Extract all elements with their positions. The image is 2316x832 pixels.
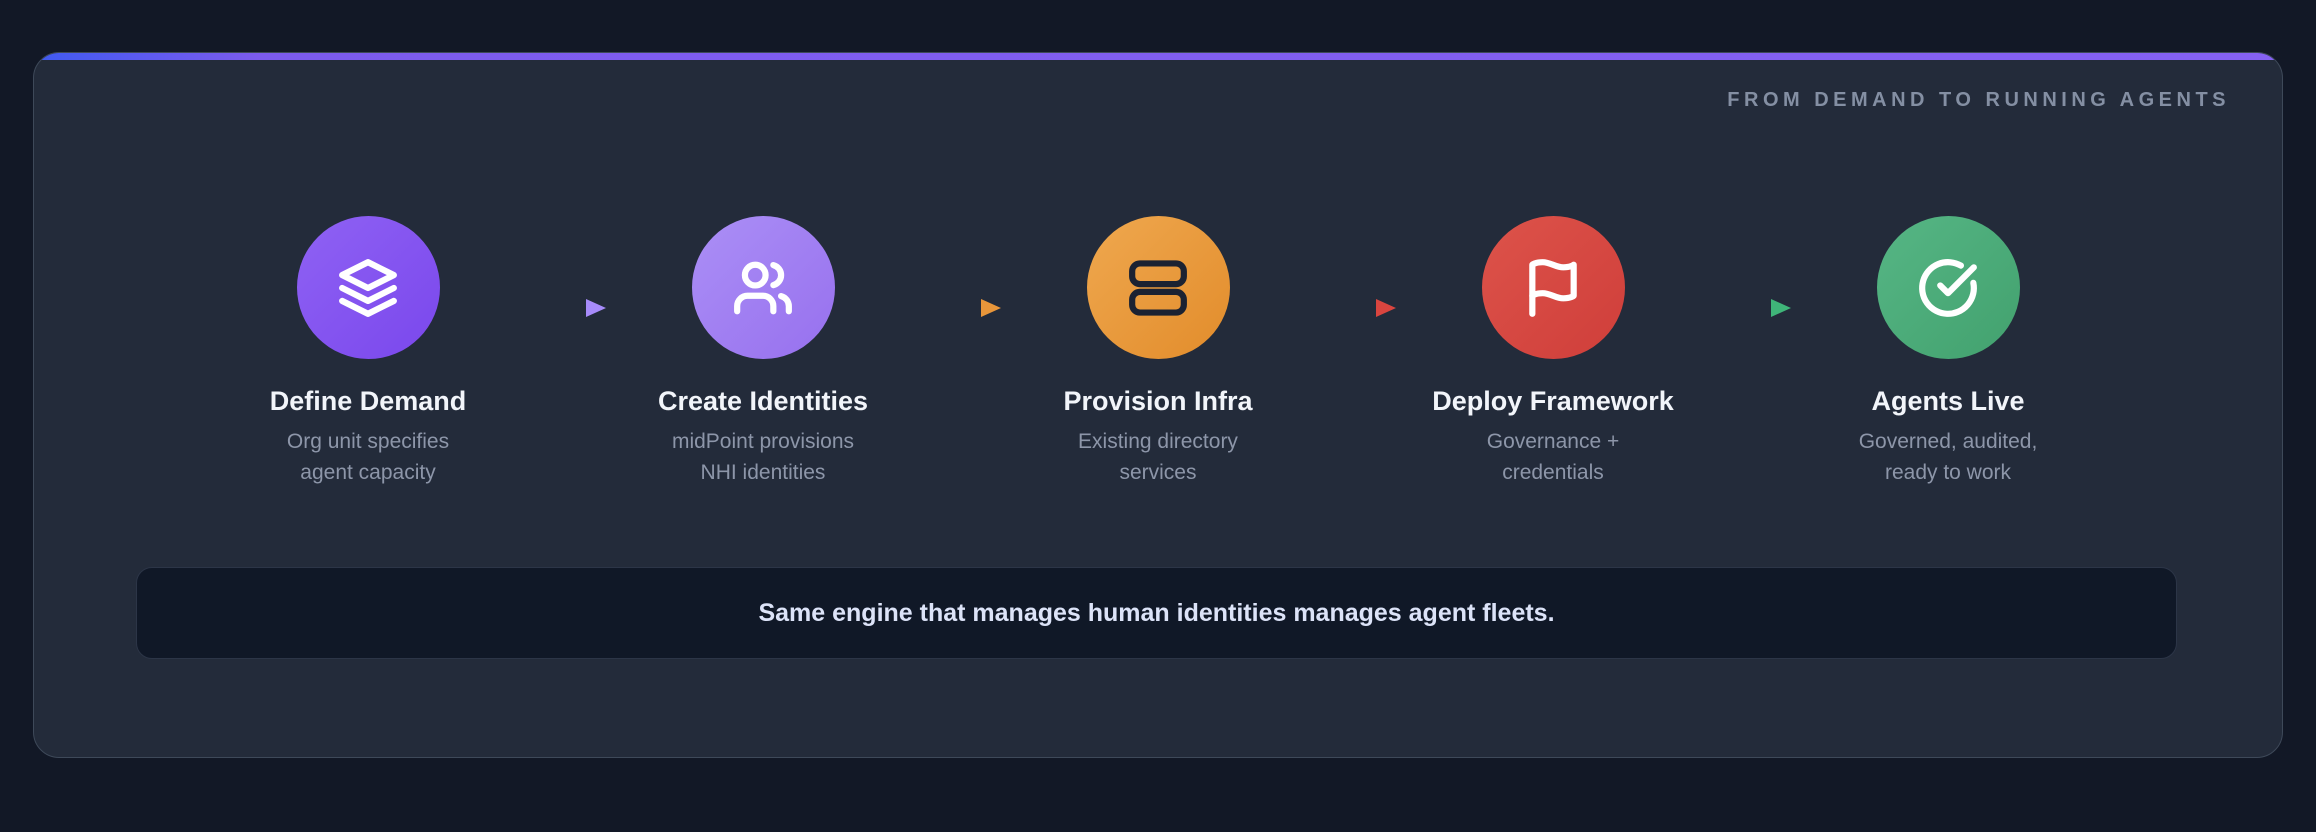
summary-banner-text: Same engine that manages human identitie… [758, 598, 1555, 627]
step-deploy-framework: Deploy Framework Governance + credential… [1432, 216, 1674, 488]
step-subtitle: Existing directory services [1078, 430, 1238, 484]
step-circle [296, 216, 440, 359]
step-title: Provision Infra [1063, 386, 1253, 416]
step-circle [1876, 216, 2020, 359]
step-subtitle: Governed, audited, ready to work [1858, 430, 2038, 484]
section-kicker: FROM DEMAND TO RUNNING AGENTS [1727, 89, 2230, 111]
flow-arrow-3 [1278, 296, 1433, 320]
flow-arrow-1 [488, 296, 643, 320]
step-circle [1086, 216, 1230, 359]
check-circle-icon [1917, 257, 1979, 319]
pipeline-flow: Define Demand Org unit specifies agent c… [34, 216, 2282, 488]
step-circle [691, 216, 835, 359]
server-icon [1127, 257, 1189, 319]
flow-arrow-2 [883, 296, 1038, 320]
accent-gradient-bar [34, 53, 2282, 60]
step-circle [1481, 216, 1625, 359]
step-title: Agents Live [1871, 386, 2025, 416]
step-title: Create Identities [657, 386, 869, 416]
step-title: Deploy Framework [1432, 386, 1674, 416]
step-subtitle: midPoint provisions NHI identities [671, 430, 855, 484]
step-subtitle: Org unit specifies agent capacity [286, 430, 450, 484]
flag-icon [1522, 257, 1584, 319]
pipeline-card: FROM DEMAND TO RUNNING AGENTS Define Dem… [33, 52, 2283, 758]
step-title: Define Demand [269, 386, 467, 416]
step-provision-infra: Provision Infra Existing directory servi… [1038, 216, 1278, 488]
flow-arrow-4 [1673, 296, 1828, 320]
step-subtitle: Governance + credentials [1486, 430, 1620, 484]
users-icon [732, 257, 794, 319]
step-agents-live: Agents Live Governed, audited, ready to … [1828, 216, 2068, 488]
step-define-demand: Define Demand Org unit specifies agent c… [248, 216, 488, 488]
layers-icon [337, 257, 399, 319]
summary-banner: Same engine that manages human identitie… [136, 567, 2177, 659]
step-create-identities: Create Identities midPoint provisions NH… [643, 216, 883, 488]
